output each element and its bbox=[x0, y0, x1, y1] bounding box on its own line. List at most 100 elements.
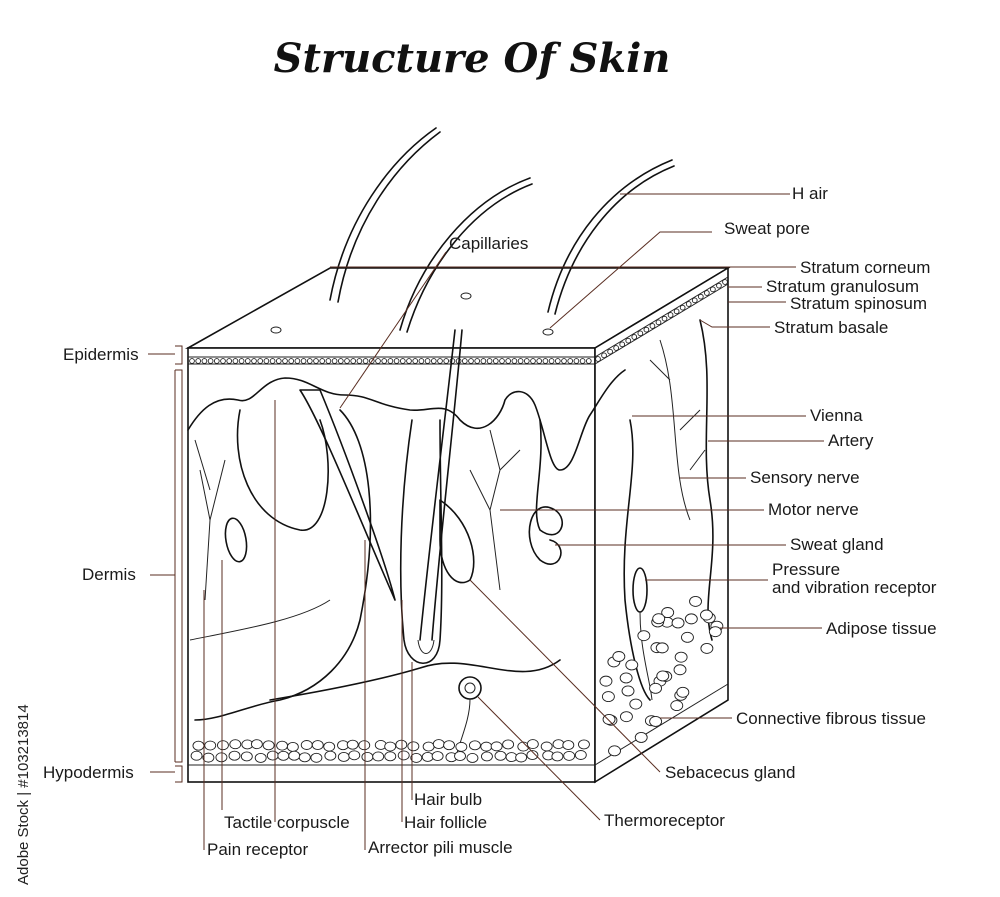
pore bbox=[460, 292, 472, 300]
epidermis-cell bbox=[716, 282, 722, 289]
label-epidermis: Epidermis bbox=[63, 345, 139, 364]
epidermis-cell bbox=[232, 358, 239, 364]
fat-cell bbox=[649, 682, 662, 694]
fat-cell bbox=[324, 750, 337, 761]
epidermis-cell bbox=[244, 358, 251, 364]
fat-cell bbox=[562, 740, 575, 751]
epidermis-cell bbox=[331, 358, 338, 364]
fat-cell bbox=[250, 739, 263, 750]
label-sweat-pore: Sweat pore bbox=[724, 219, 810, 238]
fat-cell bbox=[629, 698, 643, 710]
label-stratum-granulosum: Stratum granulosum bbox=[766, 277, 919, 296]
fat-cell bbox=[431, 751, 444, 762]
nerve-side-branches bbox=[649, 339, 706, 521]
tactile-corpuscle bbox=[224, 517, 248, 563]
epidermis-cell bbox=[430, 358, 437, 364]
fat-cell bbox=[421, 751, 434, 762]
label-hair-bulb: Hair bulb bbox=[414, 790, 482, 809]
sweat-duct-branches bbox=[469, 429, 521, 591]
vein-side bbox=[623, 419, 651, 701]
epidermis-cell bbox=[722, 279, 728, 285]
epidermis-cell bbox=[685, 301, 692, 307]
fat-cell bbox=[674, 651, 688, 663]
fat-cell bbox=[266, 750, 279, 761]
label-dermis: Dermis bbox=[82, 565, 136, 584]
epidermis-cell bbox=[704, 290, 710, 296]
label-thermoreceptor: Thermoreceptor bbox=[604, 811, 725, 830]
epidermis-cell bbox=[710, 286, 716, 293]
fat-cell bbox=[372, 751, 385, 762]
epidermis-cell bbox=[195, 358, 202, 364]
epidermis-cell bbox=[393, 358, 400, 364]
epidermis-cell bbox=[643, 326, 650, 333]
epidermis-cell bbox=[523, 358, 530, 364]
epidermis-cell bbox=[319, 358, 326, 364]
fat-cell bbox=[443, 740, 456, 751]
epidermis-cell bbox=[306, 358, 313, 364]
fat-cell bbox=[454, 751, 466, 762]
fat-cell bbox=[384, 741, 397, 752]
fat-cell bbox=[202, 752, 215, 763]
adipose-cells bbox=[190, 595, 724, 763]
fat-cell bbox=[619, 711, 633, 723]
label-hair: H air bbox=[792, 184, 828, 203]
fat-cell bbox=[708, 626, 722, 638]
label-arrector-pili-muscle: Arrector pili muscle bbox=[368, 838, 513, 857]
fat-cell bbox=[311, 740, 324, 751]
fat-cell bbox=[574, 750, 587, 760]
label-pressure: Pressure bbox=[772, 560, 840, 579]
fat-cell bbox=[300, 740, 313, 750]
label-motor-nerve: Motor nerve bbox=[768, 500, 859, 519]
label-stratum-corneum: Stratum corneum bbox=[800, 258, 930, 277]
fat-cell bbox=[671, 617, 685, 629]
fat-cell bbox=[455, 741, 468, 752]
sweat-pore bbox=[542, 328, 554, 336]
epidermis-cell bbox=[238, 358, 245, 364]
epidermis-cell bbox=[480, 358, 487, 364]
fat-cell bbox=[468, 740, 481, 751]
epidermis-cell bbox=[375, 358, 381, 364]
pore bbox=[270, 326, 282, 334]
epidermis-cell bbox=[257, 358, 264, 364]
hair-strand bbox=[329, 127, 437, 301]
dermal-papillae bbox=[187, 369, 626, 471]
fat-cell bbox=[337, 752, 350, 762]
label-vienna: Vienna bbox=[810, 406, 863, 425]
fat-cell bbox=[348, 750, 361, 761]
fat-cell bbox=[190, 750, 203, 761]
fat-cell bbox=[578, 739, 590, 750]
fat-cell bbox=[637, 630, 651, 642]
fat-cell bbox=[204, 740, 217, 751]
fat-cell bbox=[625, 659, 639, 671]
fat-cell bbox=[346, 739, 359, 750]
labels: Epidermis Dermis Hypodermis H air Sweat … bbox=[43, 184, 937, 859]
fat-cell bbox=[599, 675, 613, 687]
epidermis-cell bbox=[499, 358, 505, 364]
fat-cell bbox=[612, 651, 626, 662]
fat-cell bbox=[395, 739, 408, 750]
fat-cell bbox=[490, 741, 503, 752]
fat-cell bbox=[216, 740, 229, 751]
epidermis-cell bbox=[418, 358, 425, 364]
epidermis-cells bbox=[189, 279, 728, 364]
fat-cell bbox=[551, 751, 564, 762]
watermark-text: Adobe Stock | #103213814 bbox=[15, 704, 32, 885]
epidermis-cell bbox=[468, 358, 474, 364]
page-title: Structure Of Skin bbox=[274, 35, 671, 82]
epidermis-cell bbox=[679, 304, 686, 311]
epidermis-cell bbox=[263, 358, 270, 364]
epidermis-cell bbox=[251, 358, 257, 364]
epidermis-cell bbox=[356, 358, 363, 364]
fat-cell bbox=[676, 686, 690, 698]
hair-strand bbox=[547, 159, 673, 313]
epidermis-cell bbox=[337, 358, 344, 364]
epidermis-cell bbox=[461, 358, 468, 364]
fat-cell bbox=[684, 613, 698, 625]
fat-cell bbox=[384, 751, 397, 762]
epidermis-cell bbox=[567, 358, 574, 364]
epidermis-cell bbox=[207, 358, 214, 364]
epidermis-cell bbox=[530, 358, 536, 364]
label-hypodermis: Hypodermis bbox=[43, 763, 134, 782]
epidermis-cell bbox=[613, 345, 619, 351]
fat-cell bbox=[634, 731, 648, 743]
